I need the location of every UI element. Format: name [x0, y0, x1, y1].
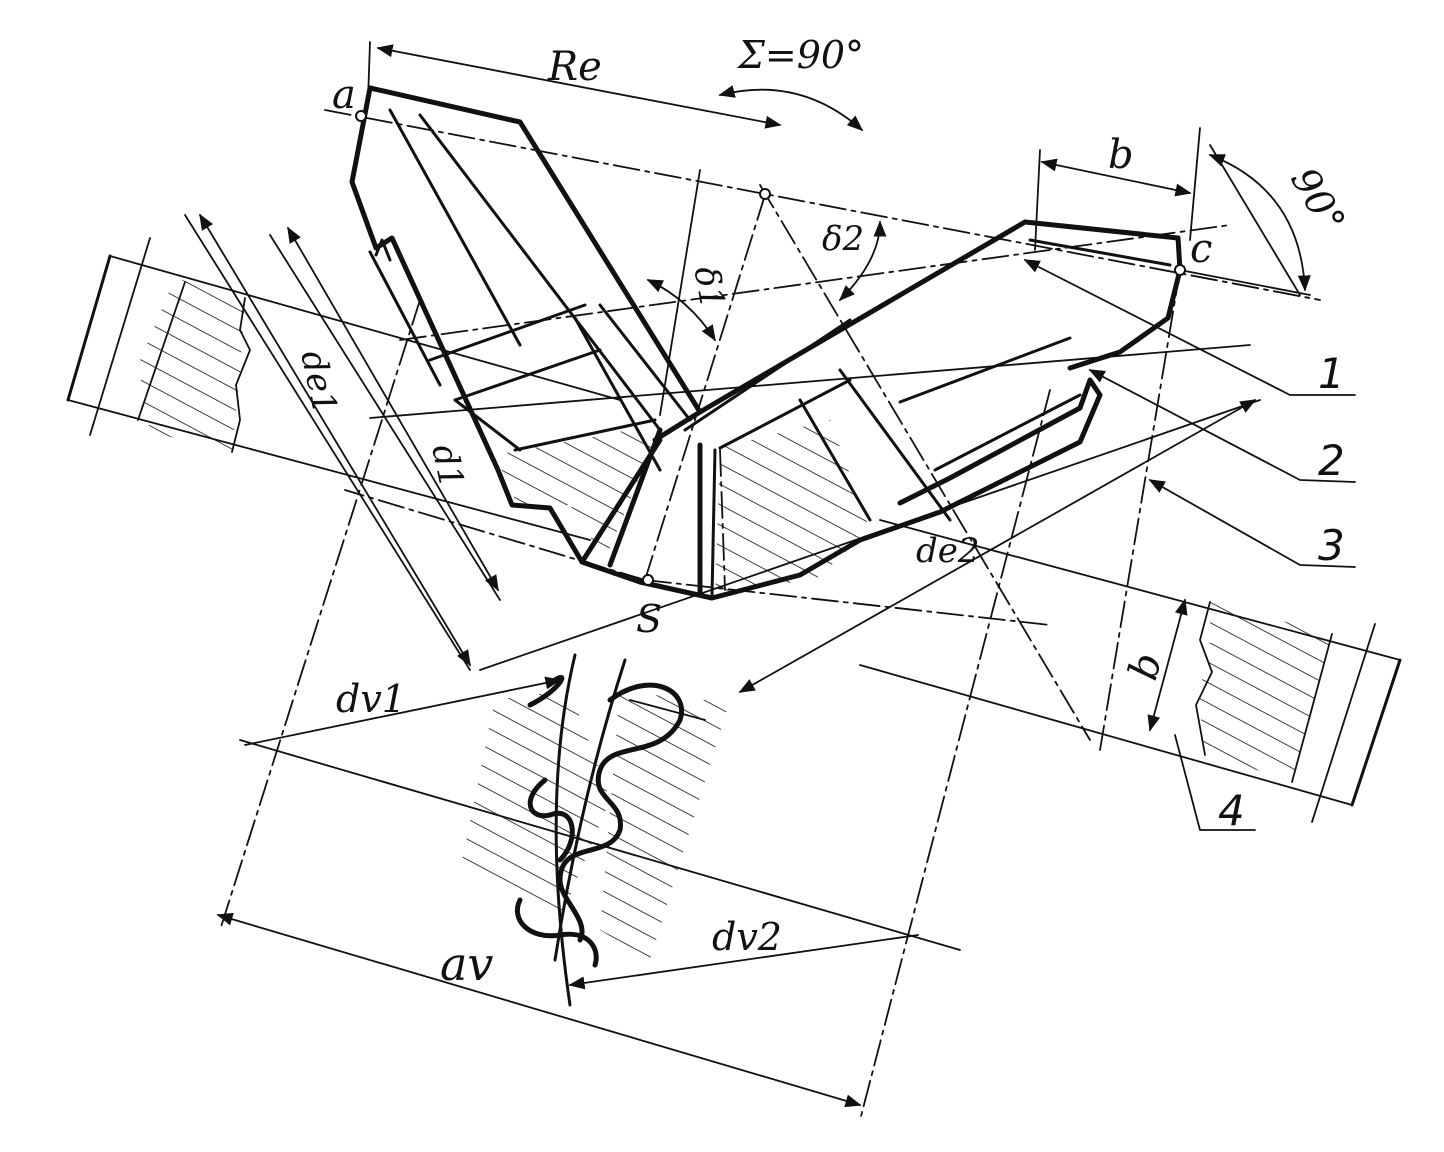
label-delta1: δ1	[686, 264, 733, 312]
label-point-s: S	[636, 597, 662, 641]
label-dv1: dv1	[336, 677, 406, 721]
ref-number-2: 2	[1318, 436, 1345, 485]
label-de1: de1	[292, 347, 344, 417]
ref-number-4: 4	[1218, 786, 1245, 835]
dimension-lines	[184, 41, 1311, 1108]
label-de2: de2	[916, 531, 980, 571]
points	[355, 110, 1186, 586]
label-av: av	[440, 937, 493, 991]
tooth-mesh	[460, 653, 730, 1007]
label-dv2: dv2	[712, 915, 782, 959]
gear-2-body	[579, 219, 1183, 601]
reference-leaders	[1023, 259, 1356, 831]
ref-number-1: 1	[1318, 349, 1345, 398]
label-angle-90: 90°	[1282, 160, 1354, 240]
label-point-a: a	[332, 72, 356, 118]
hub-center	[607, 427, 726, 598]
ref-number-3: 3	[1318, 521, 1345, 570]
label-re: Re	[547, 44, 602, 90]
label-b-right: b	[1120, 648, 1171, 685]
label-b-top: b	[1108, 132, 1134, 178]
label-delta2: δ2	[822, 219, 864, 259]
label-sigma: Σ=90°	[736, 33, 864, 77]
label-point-c: c	[1190, 226, 1212, 272]
label-d1: d1	[423, 441, 471, 492]
